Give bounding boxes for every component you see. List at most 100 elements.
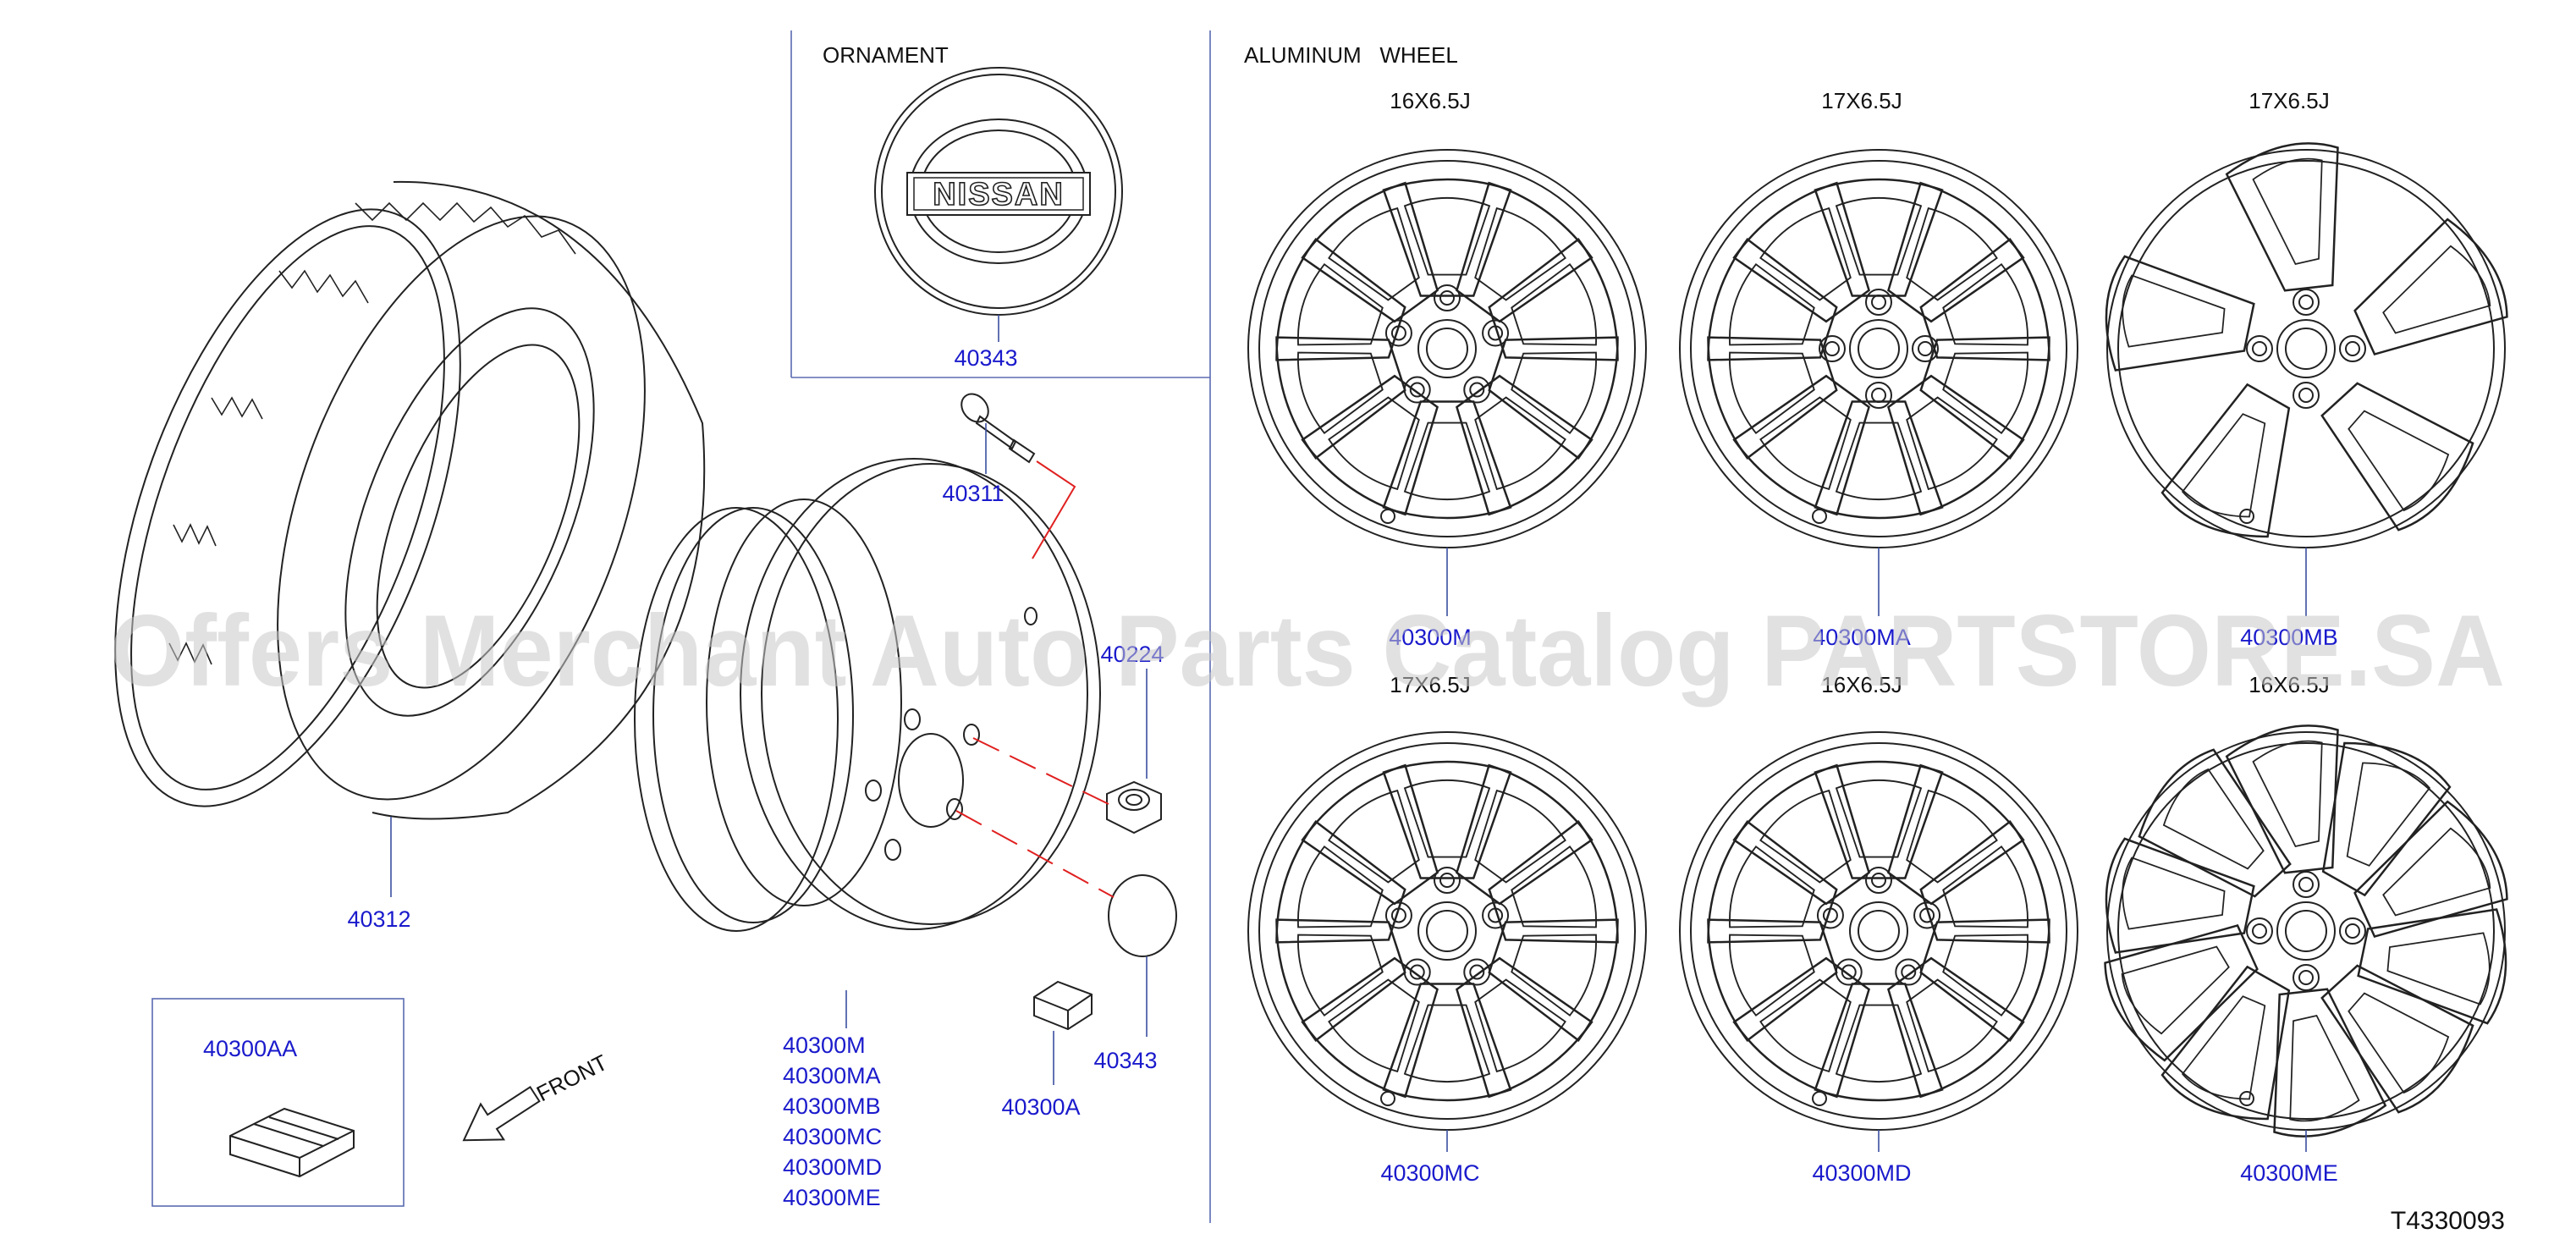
wheel-spoke	[2226, 142, 2339, 292]
lug-hole-inner	[1390, 325, 1406, 341]
wheel-size-label: 17X6.5J	[1821, 88, 1902, 113]
wheel-hub	[1849, 319, 1908, 378]
cap-callout-line	[955, 810, 1115, 898]
tire-part-number[interactable]: 40312	[347, 906, 410, 932]
wheel-list-item[interactable]: 40300MC	[783, 1124, 882, 1149]
lug-hole-inner	[2345, 923, 2360, 939]
ornament-emblem[interactable]: NISSAN	[874, 67, 1123, 316]
center-cap[interactable]	[1108, 874, 1177, 957]
wheel-list-item[interactable]: 40300MA	[783, 1063, 881, 1088]
wheel-spoke	[1425, 755, 1599, 927]
lug-hole	[1384, 901, 1412, 929]
lug-hole	[2246, 335, 2273, 362]
wheel-spoke	[2158, 376, 2337, 563]
valve-part-number[interactable]: 40311	[942, 481, 1004, 506]
lug-hole-inner	[1825, 341, 1840, 356]
lug-hole	[1913, 901, 1941, 929]
wheel-hub	[1417, 901, 1477, 961]
wheel-part-number[interactable]: 40300MA	[1813, 625, 1911, 650]
wheel-hub	[1849, 901, 1908, 961]
wheel-spoke	[1726, 755, 1901, 927]
weight-set-part-number[interactable]: 40300AA	[203, 1036, 297, 1061]
wheel-spoke	[2085, 254, 2262, 408]
wheel-part-number[interactable]: 40300MD	[1812, 1160, 1911, 1186]
weight-part-number[interactable]: 40300A	[1001, 1094, 1080, 1120]
wheel-hub-bore	[1858, 910, 1900, 952]
wheel-rim-inner	[1258, 742, 1636, 1120]
lug-hole-inner	[2298, 877, 2314, 892]
balance-weight[interactable]	[1033, 980, 1093, 1031]
alloy-wheel[interactable]: 17X6.5J 40300MC	[1247, 672, 1647, 1186]
lug-hole	[1384, 319, 1412, 347]
alloy-wheel[interactable]: 16X6.5J 40300MD	[1679, 672, 2078, 1186]
wheel-spoke	[1726, 173, 1901, 344]
lug-hole-inner	[1469, 964, 1485, 980]
watermark: Offers Merchant Auto Parts Catalog PARTS…	[110, 594, 2505, 708]
valve-stem[interactable]	[956, 388, 1036, 464]
wheel-list-item[interactable]: 40300M	[783, 1033, 866, 1058]
alloy-wheel[interactable]: 17X6.5J 40300MB	[2085, 88, 2513, 650]
nut-part-number[interactable]: 40224	[1100, 642, 1164, 667]
wheel-spoke	[1814, 400, 1944, 520]
lug-hole-inner	[2298, 970, 2314, 985]
wheel-size-label: 17X6.5J	[2248, 88, 2329, 113]
cap-part-number[interactable]: 40343	[1093, 1048, 1157, 1073]
wheel-spoke	[1697, 303, 1849, 463]
lug-hole	[1482, 319, 1510, 347]
lug-hole-inner	[1488, 907, 1504, 923]
wheel-spoke	[1814, 178, 1944, 297]
wheel-size-label: 17X6.5J	[1390, 672, 1470, 697]
lug-hole	[2293, 871, 2320, 898]
lug-hole-inner	[1871, 873, 1886, 888]
wheel-part-number[interactable]: 40300ME	[2240, 1160, 2338, 1186]
wheel-hub	[2276, 319, 2336, 378]
wheel-spoke	[2158, 958, 2337, 1145]
wheel-list-item[interactable]: 40300MD	[783, 1154, 882, 1180]
wheel-hub	[1417, 319, 1477, 378]
valve-hole	[1380, 509, 1395, 524]
wheel-spoke	[1265, 817, 1417, 977]
wheel-rim	[1679, 731, 2078, 1131]
wheel-spoke	[2313, 930, 2492, 1117]
wheel-part-number[interactable]: 40300M	[1389, 625, 1472, 650]
lug-hole-inner	[1439, 873, 1455, 888]
wheel-spoke	[1477, 817, 1629, 977]
nut-callout-line	[972, 737, 1109, 805]
weight-set-icon	[229, 1107, 355, 1178]
wheel-spoke	[1425, 353, 1599, 525]
alloy-wheel[interactable]: 16X6.5J 40300ME	[2085, 672, 2527, 1186]
wheel-size-label: 16X6.5J	[2248, 672, 2329, 697]
wheel-spoke	[1908, 817, 2061, 977]
wheel-spoke	[2120, 745, 2299, 932]
wheel-spoke	[2336, 208, 2513, 362]
wheel-spoke	[1814, 983, 1944, 1102]
tire[interactable]	[46, 164, 717, 851]
wheel-spoke	[2275, 717, 2454, 904]
lug-hole-inner	[1390, 907, 1406, 923]
wheel-part-number[interactable]: 40300MC	[1380, 1160, 1479, 1186]
steel-wheel[interactable]	[634, 458, 1101, 932]
ornament-title: ORNAMENT	[823, 42, 949, 68]
lug-hole	[2339, 335, 2366, 362]
wheel-spoke	[1857, 755, 2031, 927]
wheel-hub-bore	[1426, 328, 1468, 370]
wheel-list-item[interactable]: 40300MB	[783, 1093, 881, 1119]
tire-tread-pattern	[168, 201, 576, 665]
alloy-wheel[interactable]: 17X6.5J 40300MA	[1679, 88, 2078, 650]
wheel-spoke	[1265, 234, 1417, 394]
wheel-part-number[interactable]: 40300MB	[2240, 625, 2338, 650]
lug-hole-inner	[1409, 382, 1425, 398]
wheel-list-item[interactable]: 40300ME	[783, 1185, 881, 1210]
lug-hole	[2293, 382, 2320, 409]
wheel-spoke	[1382, 400, 1512, 520]
wheel-size-label: 16X6.5J	[1821, 672, 1902, 697]
ornament-part-number[interactable]: 40343	[954, 345, 1017, 371]
lug-hole-inner	[1822, 907, 1838, 923]
wheel-nut[interactable]	[1106, 780, 1162, 835]
lug-hole-inner	[1469, 382, 1485, 398]
wheel-spoke	[1295, 755, 1469, 927]
lug-hole-inner	[1871, 388, 1886, 403]
lug-hole	[1835, 958, 1863, 986]
